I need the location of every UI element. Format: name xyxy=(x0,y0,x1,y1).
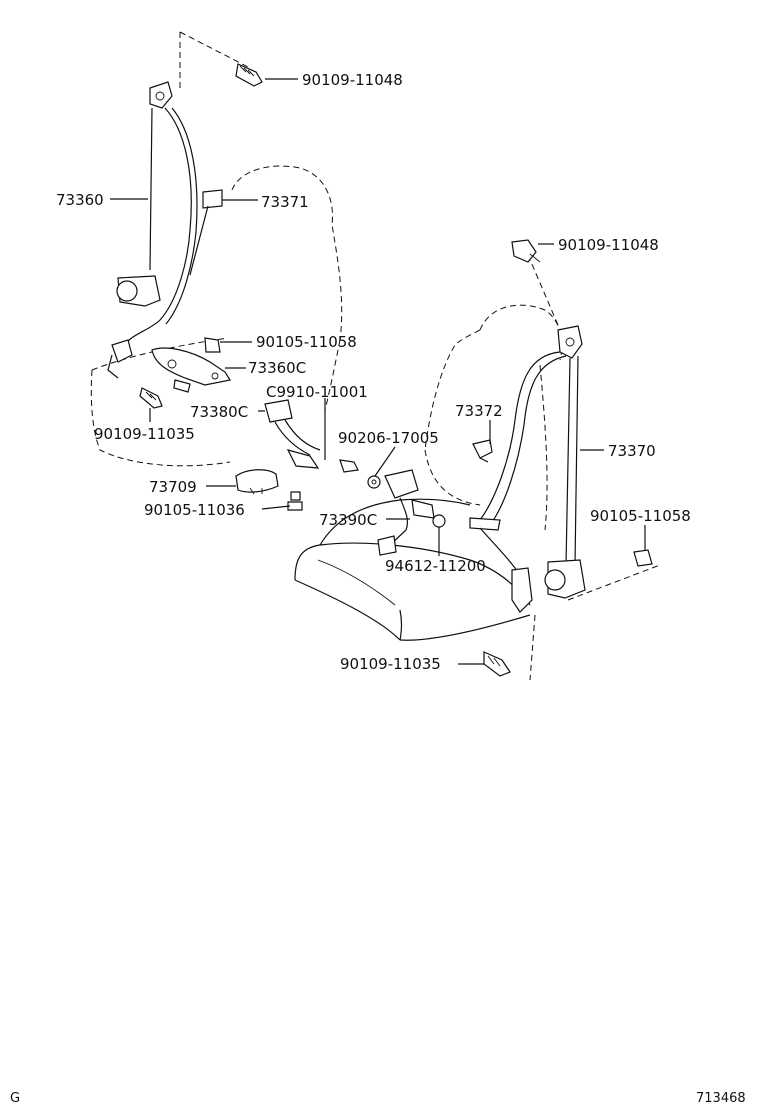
label-90109-11048-top: 90109-11048 xyxy=(302,71,403,89)
right-belt-assembly xyxy=(469,325,586,613)
label-73371: 73371 xyxy=(261,193,309,211)
label-90206-17005: 90206-17005 xyxy=(338,429,439,447)
part-73372 xyxy=(472,439,493,463)
label-73372: 73372 xyxy=(455,402,503,420)
part-73360C xyxy=(151,347,231,386)
left-belt-assembly xyxy=(107,81,223,379)
part-73709 xyxy=(235,469,279,495)
label-90105-11058-right: 90105-11058 xyxy=(590,507,691,525)
part-73380C xyxy=(264,399,321,469)
washer-90206-17005 xyxy=(367,475,381,489)
leader-lines xyxy=(110,78,646,665)
label-90109-11035-bottom: 90109-11035 xyxy=(340,655,441,673)
label-C9910-11001: C9910-11001 xyxy=(266,383,368,401)
bolt-90109-11035-bottom xyxy=(483,651,511,677)
leader-right-bottom xyxy=(529,614,536,681)
leader-right-side xyxy=(567,564,661,601)
bolt-near-73360C xyxy=(173,379,191,393)
bolt-90109-11048-top xyxy=(235,63,263,87)
label-94612-11200: 94612-11200 xyxy=(385,557,486,575)
label-90109-11035-left: 90109-11035 xyxy=(94,425,195,443)
bolt-90109-11048-right xyxy=(511,239,541,263)
bolt-C9910-11001 xyxy=(339,459,359,473)
label-73709: 73709 xyxy=(149,478,197,496)
footer-left-code: G xyxy=(10,1091,20,1106)
footer-right-code: 713468 xyxy=(696,1091,746,1106)
bolt-90105-11036 xyxy=(287,491,303,511)
right-seat-cushion xyxy=(294,498,531,641)
label-73360: 73360 xyxy=(56,191,104,209)
leader-top-bolt xyxy=(179,31,251,69)
label-90109-11048-right: 90109-11048 xyxy=(558,236,659,254)
washer-94612-11200 xyxy=(432,514,446,528)
label-90105-11058-left: 90105-11058 xyxy=(256,333,357,351)
leader-right-top xyxy=(527,254,559,326)
label-73370: 73370 xyxy=(608,442,656,460)
label-73380C: 73380C xyxy=(190,403,248,421)
label-73390C: 73390C xyxy=(319,511,377,529)
bolt-90105-11058-right xyxy=(633,549,653,567)
label-90105-11036: 90105-11036 xyxy=(144,501,245,519)
label-73360C: 73360C xyxy=(248,359,306,377)
bolt-90109-11035-left xyxy=(139,387,163,409)
part-73390C xyxy=(377,469,435,556)
bolt-90105-11058-left xyxy=(204,337,221,353)
